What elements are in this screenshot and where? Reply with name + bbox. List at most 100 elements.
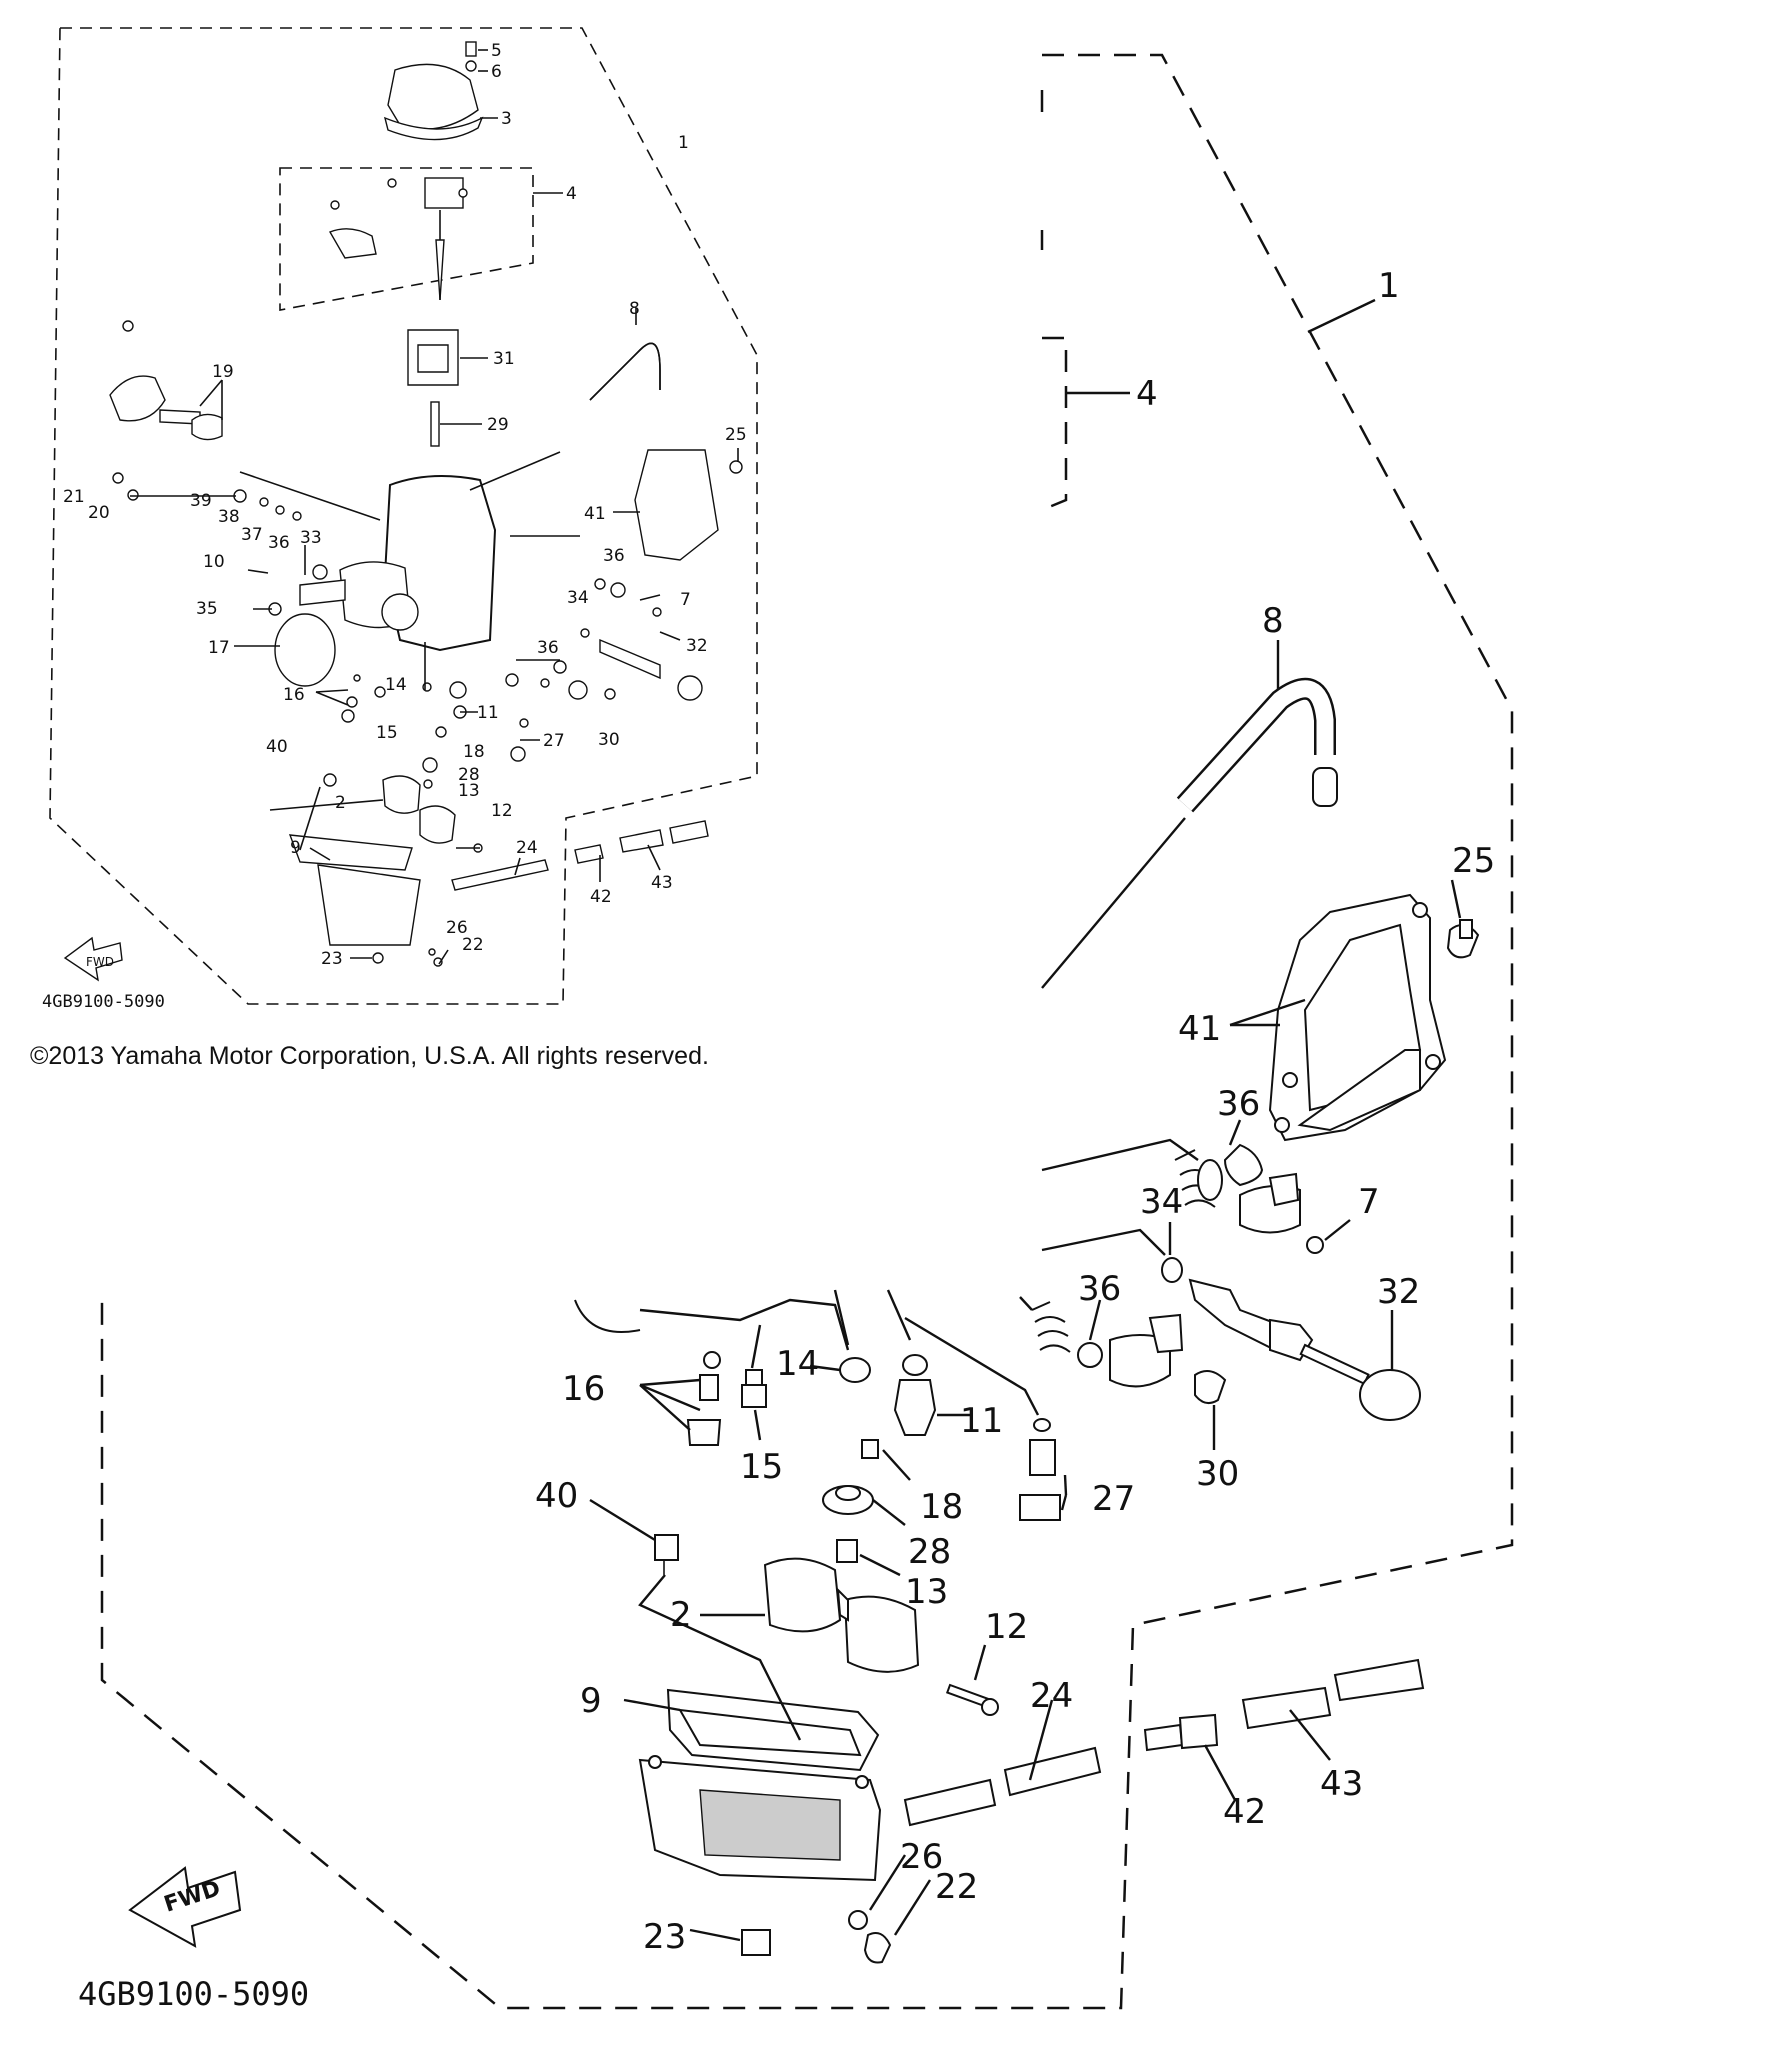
part-40-screw xyxy=(654,1534,679,1575)
part-16-jets xyxy=(686,1351,722,1446)
part-18-screw xyxy=(861,1439,879,1459)
leader-8 xyxy=(1041,817,1186,989)
ov-label-33: 33 xyxy=(300,528,322,548)
ov-label-30: 30 xyxy=(598,730,620,750)
overview-fwd-arrow: FWD xyxy=(63,936,123,982)
label-23: 23 xyxy=(643,1917,686,1957)
fwd-arrow: FWD xyxy=(128,1866,242,1948)
part-41-cover xyxy=(1268,893,1447,1142)
part-15-jet xyxy=(741,1369,767,1408)
part-42-fitting xyxy=(1143,1713,1219,1752)
ov-label-4: 4 xyxy=(566,184,577,204)
part-11-needle-jet xyxy=(893,1354,937,1436)
ov-label-8: 8 xyxy=(629,299,640,319)
label-7: 7 xyxy=(1358,1182,1380,1222)
overview-group4-box xyxy=(279,167,534,311)
diagram-code: 4GB9100-5090 xyxy=(78,1975,309,2013)
part-8-hose xyxy=(1176,677,1338,813)
label-32: 32 xyxy=(1377,1272,1420,1312)
ov-label-27: 27 xyxy=(543,731,565,751)
label-16: 16 xyxy=(562,1369,605,1409)
ov-label-18: 18 xyxy=(463,742,485,762)
ov-label-7: 7 xyxy=(680,590,691,610)
label-25: 25 xyxy=(1452,841,1495,881)
part-43-hose xyxy=(1241,1658,1425,1730)
part-7-lever xyxy=(1239,1172,1324,1254)
detail-outline-top xyxy=(100,53,1514,2010)
label-41: 41 xyxy=(1178,1009,1221,1049)
ov-label-36b: 36 xyxy=(603,546,625,566)
ov-label-23: 23 xyxy=(321,949,343,969)
copyright-text: ©2013 Yamaha Motor Corporation, U.S.A. A… xyxy=(30,1042,709,1070)
part-17-oring-arc xyxy=(574,1299,641,1333)
detail-labels: 1 4 8 25 41 36 34 7 32 36 30 27 11 18 28… xyxy=(535,266,1495,1957)
part-25-screw xyxy=(1446,919,1480,959)
ov-label-41: 41 xyxy=(584,504,606,524)
ov-label-12: 12 xyxy=(491,801,513,821)
ov-fwd-label: FWD xyxy=(86,955,114,969)
ov-label-36a: 36 xyxy=(268,533,290,553)
overview-diagram: 5 6 3 4 1 8 31 29 19 25 41 21 20 39 38 3… xyxy=(42,27,758,1012)
ov-diagram-code: 4GB9100-5090 xyxy=(42,992,165,1012)
ov-label-14: 14 xyxy=(385,675,407,695)
part-9-gasket xyxy=(666,1688,880,1772)
ov-label-25: 25 xyxy=(725,425,747,445)
ov-label-10: 10 xyxy=(203,552,225,572)
ov-label-2: 2 xyxy=(335,793,346,813)
ov-label-21: 21 xyxy=(63,487,85,507)
label-4: 4 xyxy=(1136,374,1158,414)
label-27: 27 xyxy=(1092,1479,1135,1519)
ov-label-24: 24 xyxy=(516,838,538,858)
ov-label-28: 28 xyxy=(458,765,480,785)
ov-label-20: 20 xyxy=(88,503,110,523)
ov-label-9: 9 xyxy=(290,838,301,858)
label-30: 30 xyxy=(1196,1454,1239,1494)
label-40: 40 xyxy=(535,1476,578,1516)
part-2-float xyxy=(763,1557,920,1673)
overview-outline xyxy=(49,27,758,1005)
label-42: 42 xyxy=(1223,1792,1266,1832)
label-24: 24 xyxy=(1030,1676,1073,1716)
part-34-ring xyxy=(1161,1257,1183,1283)
part-36-spring-upper xyxy=(1174,1149,1223,1208)
detail-group4-bracket xyxy=(1041,336,1068,512)
ov-label-42: 42 xyxy=(590,887,612,907)
ov-label-26: 26 xyxy=(446,918,468,938)
ov-label-22: 22 xyxy=(462,935,484,955)
ov-label-32: 32 xyxy=(686,636,708,656)
ov-label-37: 37 xyxy=(241,525,263,545)
detail-leaders xyxy=(589,298,1462,1942)
ov-label-36c: 36 xyxy=(537,638,559,658)
part-28-plug xyxy=(822,1485,874,1515)
ov-label-11: 11 xyxy=(477,703,499,723)
part-32-plunger xyxy=(1188,1278,1421,1421)
label-22: 22 xyxy=(935,1867,978,1907)
part-36-spring-lower xyxy=(1031,1301,1184,1388)
part-23-drain xyxy=(741,1929,771,1956)
detail-diagram: 1 4 8 25 41 36 34 7 32 36 30 27 11 18 28… xyxy=(78,53,1514,2013)
label-34: 34 xyxy=(1140,1182,1183,1222)
label-1: 1 xyxy=(1378,266,1400,306)
label-8: 8 xyxy=(1262,601,1284,641)
ov-label-19: 19 xyxy=(212,362,234,382)
part-36-spring-upper-2 xyxy=(1223,1143,1264,1187)
ov-label-1: 1 xyxy=(678,133,689,153)
ov-label-17: 17 xyxy=(208,638,230,658)
ov-label-43: 43 xyxy=(651,873,673,893)
label-18: 18 xyxy=(920,1487,963,1527)
ov-label-39: 39 xyxy=(190,491,212,511)
ov-label-34: 34 xyxy=(567,588,589,608)
label-13: 13 xyxy=(905,1572,948,1612)
label-12: 12 xyxy=(985,1607,1028,1647)
label-15: 15 xyxy=(740,1447,783,1487)
overview-leaders xyxy=(130,49,739,965)
label-36-lower: 36 xyxy=(1078,1269,1121,1309)
ov-label-35: 35 xyxy=(196,599,218,619)
part-13-main-jet xyxy=(836,1539,858,1563)
part-24-tubes xyxy=(903,1746,1102,1827)
ov-label-40: 40 xyxy=(266,737,288,757)
part-26-gasket xyxy=(848,1910,868,1930)
ov-label-6: 6 xyxy=(491,62,502,82)
ov-label-31: 31 xyxy=(493,349,515,369)
